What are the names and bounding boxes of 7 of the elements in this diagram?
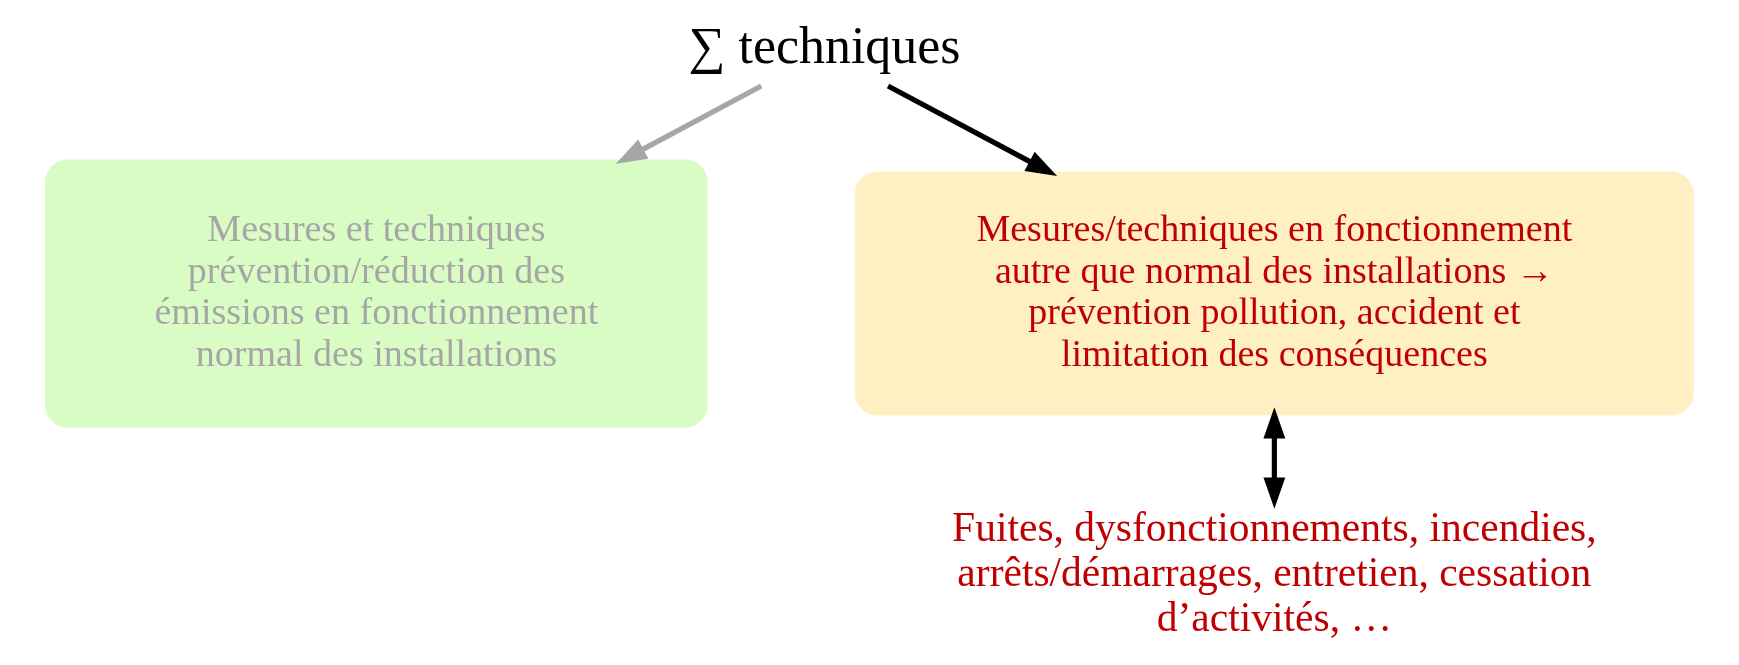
arrow bbox=[1263, 407, 1286, 509]
arrow bbox=[615, 83, 763, 164]
node-box: Mesures et techniques prévention/réduction des émissions en fonctionnement normal des installations bbox=[45, 159, 708, 428]
node-box: Mesures/techniques en fonctionnement autre que normal des installations → prévention pollution, accident et limitation des conséquences bbox=[854, 171, 1694, 416]
node-text: Fuites, dysfonctionnements, incendies, arrêts/démarrages, entretien, cessation d’activités, … bbox=[952, 504, 1597, 641]
node-text: ∑ techniques bbox=[688, 17, 961, 75]
arrow bbox=[886, 83, 1058, 177]
